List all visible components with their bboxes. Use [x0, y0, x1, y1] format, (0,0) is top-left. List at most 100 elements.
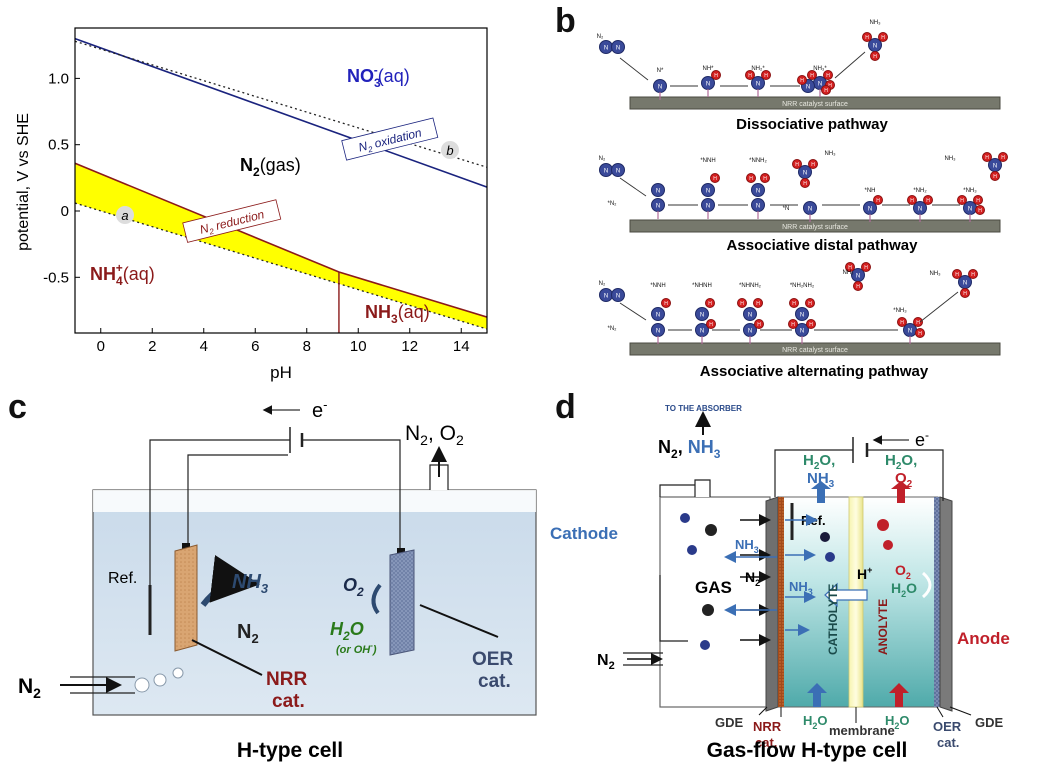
- hydrogen-atom-label: H: [1001, 155, 1005, 161]
- species-label: NH*: [702, 66, 714, 72]
- hydrogen-atom-label: H: [864, 265, 868, 271]
- nitrogen-atom-label: N: [868, 207, 872, 213]
- hydrogen-atom: [915, 328, 925, 338]
- pathway-title-dissociative: Dissociative pathway: [736, 116, 888, 133]
- nitrogen-atom: [651, 183, 665, 197]
- h2o-nh3-label: H2O,NH3: [803, 452, 835, 490]
- catholyte-label: CATHOLYTE: [826, 584, 840, 655]
- nh3-label-d1: NH3: [735, 537, 759, 555]
- species-label: NH₃*: [813, 66, 827, 72]
- panel-label-c: c: [8, 388, 27, 426]
- h-type-cell-diagram: e- N2, O2 Ref. NH3 N2 O2 H2O (or OH-) NR…: [18, 397, 537, 762]
- x-tick-label: 10: [350, 338, 367, 355]
- hydrogen-atom-label: H: [960, 198, 964, 204]
- nrr-electrode: [174, 544, 198, 652]
- anode-gde: [939, 496, 953, 712]
- x-tick-label: 12: [401, 338, 418, 355]
- n2-label: N2: [237, 621, 259, 646]
- hydrogen-atom-label: H: [955, 272, 959, 278]
- species-label: N₂: [597, 34, 604, 40]
- hydrogen-atom-label: H: [763, 176, 767, 182]
- species-label: NH₃: [842, 270, 854, 276]
- region-label-nh3: NH3(aq): [365, 302, 430, 326]
- nitrogen-atom-label: N: [706, 204, 710, 210]
- hydrogen-atom: [797, 75, 807, 85]
- hydrogen-atom: [897, 317, 907, 327]
- hydrogen-atom-label: H: [865, 35, 869, 41]
- nitrogen-atom-label: N: [800, 313, 804, 319]
- hydrogen-atom: [975, 205, 985, 215]
- species-label: *NH₂NH₂: [790, 283, 815, 289]
- hydrogen-atom-label: H: [713, 176, 717, 182]
- hydrogen-atom: [760, 173, 770, 183]
- nitrogen-atom-label: N: [706, 82, 710, 88]
- h2o-label-d: H2O: [891, 580, 917, 599]
- gas-out-label-d: N2, NH3: [658, 437, 721, 461]
- pathway-title-distal: Associative distal pathway: [727, 237, 919, 254]
- pathway-title-alternating: Associative alternating pathway: [700, 363, 929, 380]
- x-tick-label: 2: [148, 338, 156, 355]
- nitrogen-atom-label: N: [748, 313, 752, 319]
- electron-label-d: e-: [915, 428, 929, 450]
- h2o-label: H2O: [330, 619, 364, 643]
- species-label: *NNH₂: [749, 158, 767, 164]
- hydrogen-atom: [998, 152, 1008, 162]
- anolyte-label: ANOLYTE: [876, 599, 890, 655]
- hydrogen-atom-label: H: [811, 162, 815, 168]
- region-label-nh4: NH4+(aq): [90, 261, 155, 288]
- nitrogen-atom-label: N: [616, 46, 620, 52]
- or-oh-label: (or OH-): [336, 641, 377, 656]
- y-axis-label: potential, V vs SHE: [15, 113, 32, 251]
- cathode-gde: [765, 496, 779, 712]
- x-tick-label: 0: [97, 338, 105, 355]
- nitrogen-atom: [795, 307, 809, 321]
- hydrogen-atom: [711, 70, 721, 80]
- absorber-label: TO THE ABSORBER: [665, 404, 742, 413]
- region-label-n2: N2(gas): [240, 155, 301, 179]
- species-label: *N₂: [608, 326, 618, 332]
- hydrogen-atom-label: H: [826, 73, 830, 79]
- nitrogen-atom-label: N: [656, 189, 660, 195]
- hydrogen-atom: [982, 152, 992, 162]
- oer-electrode: [389, 549, 415, 656]
- x-axis-label: pH: [270, 363, 292, 382]
- hydrogen-atom: [862, 32, 872, 42]
- hydrogen-atom-label: H: [708, 301, 712, 307]
- gas-flow-cell-diagram: e- TO THE ABSORBER N2, NH3 H2O,NH3 H2O,O…: [550, 404, 1010, 762]
- nitrogen-atom-label: N: [756, 204, 760, 210]
- hydrogen-atom: [968, 269, 978, 279]
- hydrogen-atom: [710, 173, 720, 183]
- nitrogen-atom-label: N: [604, 169, 608, 175]
- series-line-n2-oxidation: [75, 37, 487, 188]
- nitrogen-atom-label: N: [856, 274, 860, 280]
- hydrogen-atom-label: H: [971, 272, 975, 278]
- hydrogen-atom-label: H: [963, 291, 967, 297]
- gas-out-label: N2, O2: [405, 422, 464, 448]
- hydrogen-atom: [845, 262, 855, 272]
- gas-molecules: [680, 513, 893, 650]
- species-label: *NHNH₂: [739, 283, 762, 289]
- hydrogen-atom-label: H: [749, 176, 753, 182]
- hydrogen-atom: [792, 159, 802, 169]
- n2-label-d: N2: [745, 569, 760, 588]
- catalyst-surface: [629, 96, 1001, 110]
- gas-bubble: [172, 667, 184, 679]
- hydrogen-atom-label: H: [748, 73, 752, 79]
- hydrogen-atom-label: H: [800, 78, 804, 84]
- nitrogen-atom-label: N: [700, 313, 704, 319]
- region-label-no3: NO3-(aq): [347, 63, 410, 90]
- nitrogen-atom-label: N: [616, 169, 620, 175]
- nitrogen-atom-label: N: [658, 85, 662, 91]
- series-line-b: [75, 40, 487, 168]
- nitrogen-atom-label: N: [756, 82, 760, 88]
- nitrogen-atom-label: N: [803, 171, 807, 177]
- hydrogen-atom-label: H: [978, 208, 982, 214]
- species-label: *N: [783, 206, 790, 212]
- species-label: N₂: [599, 156, 606, 162]
- h2o-bottom-left: H2O: [803, 713, 828, 731]
- hydrogen-atom: [913, 317, 923, 327]
